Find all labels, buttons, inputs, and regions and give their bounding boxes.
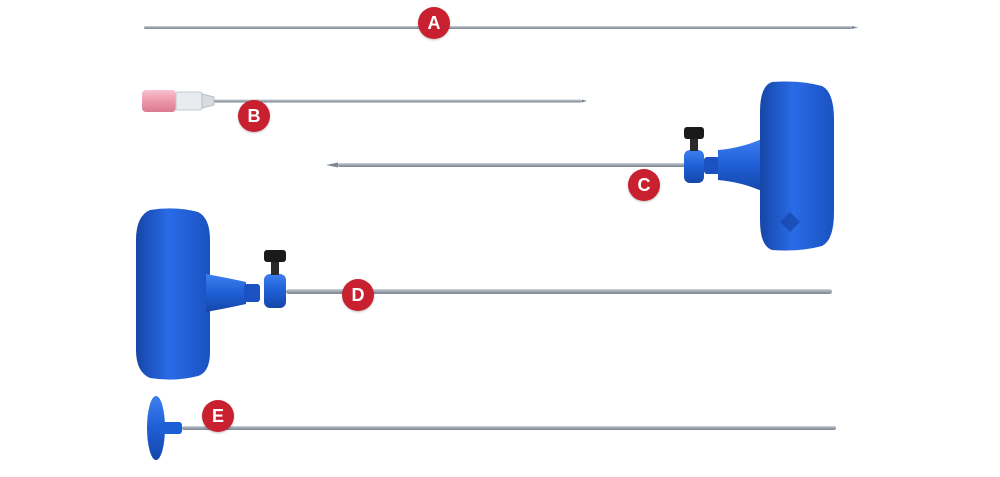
label-badge-a: A [418, 7, 450, 39]
instrument-c-handle [760, 81, 834, 251]
instrument-a [144, 26, 858, 29]
instrument-c-neck [718, 138, 764, 192]
instrument-d [136, 208, 832, 380]
instrument-d-collar [264, 274, 286, 308]
instrument-d-knob-stem [271, 260, 279, 275]
instrument-b-hub [142, 90, 176, 112]
instrument-a-tip [852, 26, 858, 29]
instrument-b-taper [201, 93, 215, 109]
label-badge-c: C [628, 169, 660, 201]
instrument-c [326, 81, 834, 251]
label-badge-d: D [342, 279, 374, 311]
instrument-e-disc [147, 396, 165, 460]
instrument-d-handle [136, 208, 210, 380]
instrument-e-hub [160, 422, 182, 434]
instrument-c-tip [326, 162, 338, 168]
instrument-a-wire [144, 26, 852, 29]
instrument-d-knob [264, 250, 286, 262]
label-a-text: A [427, 12, 441, 33]
instrument-b [142, 90, 587, 112]
instrument-d-neck [206, 274, 246, 312]
instrument-e-rod [182, 426, 836, 430]
instrument-e [147, 396, 836, 460]
instrument-c-shaft [338, 163, 690, 167]
instrument-c-knob [684, 127, 704, 139]
instrument-c-collar [684, 150, 704, 183]
instrument-d-neck-ring [244, 284, 260, 302]
label-badge-e: E [202, 400, 234, 432]
instrument-b-collar [175, 91, 203, 111]
label-e-text: E [211, 405, 224, 426]
instrument-b-tip [582, 99, 587, 103]
instrument-d-shaft [286, 289, 832, 294]
instrument-c-neck-ring [704, 157, 720, 174]
label-b-text: B [247, 105, 261, 126]
label-badge-b: B [238, 100, 270, 132]
instrument-b-shaft [214, 99, 582, 103]
label-d-text: D [351, 284, 365, 305]
instrument-c-handle-logo [780, 212, 800, 232]
instrument-c-knob-stem [690, 137, 698, 151]
label-c-text: C [637, 174, 651, 195]
